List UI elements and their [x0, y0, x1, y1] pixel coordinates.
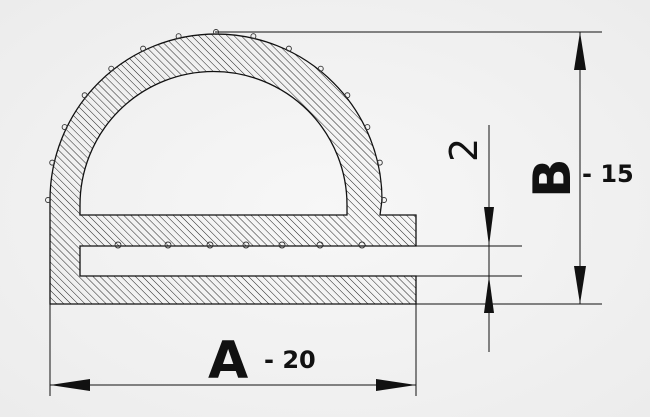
bump	[164, 241, 172, 249]
bump	[61, 124, 68, 131]
bump	[45, 197, 51, 203]
bump	[206, 241, 214, 249]
bump	[140, 45, 147, 52]
dimension-b-value: - 15	[582, 160, 634, 188]
bump	[114, 241, 122, 249]
bump	[381, 197, 387, 203]
bump	[376, 159, 383, 166]
bump	[278, 241, 286, 249]
bump	[364, 124, 371, 131]
dimension-a-line	[50, 379, 416, 391]
seal-profile	[49, 33, 417, 305]
bump	[344, 92, 351, 99]
surface-bumps	[45, 29, 387, 249]
extension-lines	[49, 31, 602, 396]
dimension-a-letter: A	[208, 331, 248, 391]
bump	[242, 241, 250, 249]
bump	[250, 33, 257, 40]
dimension-a-value: - 20	[264, 346, 316, 374]
dimension-slot-line	[484, 207, 494, 313]
dimension-b-letter: B	[523, 158, 583, 198]
bump	[358, 241, 366, 249]
bump	[317, 65, 324, 72]
bump	[49, 159, 56, 166]
bump	[81, 92, 88, 99]
bump	[175, 33, 182, 40]
bump	[108, 65, 115, 72]
dimension-b-line	[574, 32, 586, 304]
dimension-slot-value: 2	[442, 138, 486, 162]
bump	[316, 241, 324, 249]
bump	[285, 45, 292, 52]
